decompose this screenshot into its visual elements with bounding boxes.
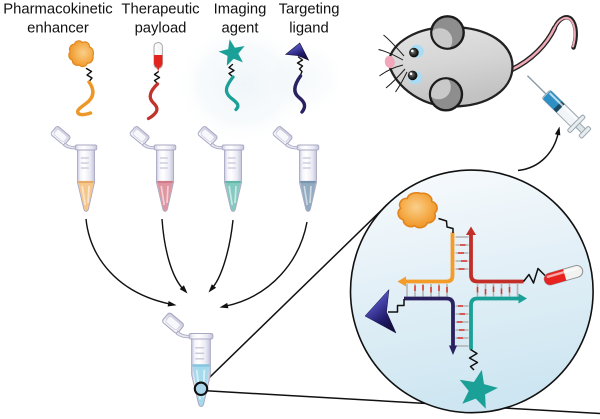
svg-text:Targeting: Targeting [279,2,340,18]
svg-text:enhancer: enhancer [27,21,89,37]
svg-text:Therapeutic: Therapeutic [121,2,200,18]
svg-text:agent: agent [221,21,258,37]
svg-text:payload: payload [135,21,187,37]
svg-text:Pharmacokinetic: Pharmacokinetic [3,2,113,18]
svg-text:Imaging: Imaging [214,2,267,18]
svg-text:ligand: ligand [289,21,329,37]
